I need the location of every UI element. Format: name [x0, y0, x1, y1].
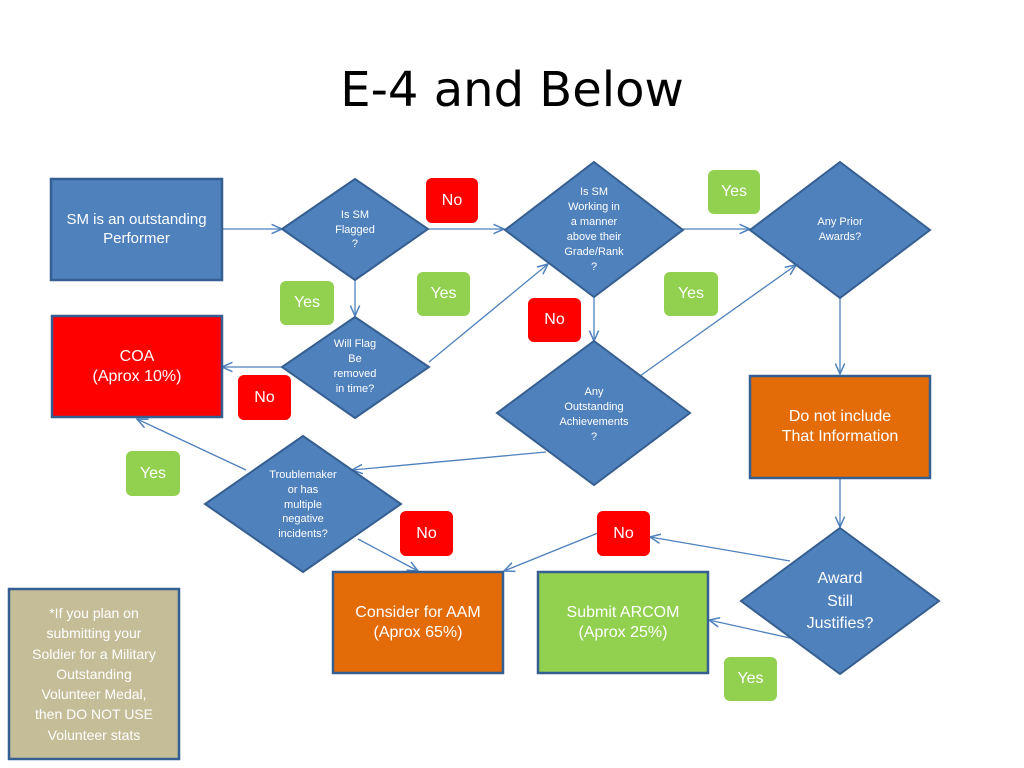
working-diamond: [503, 160, 685, 299]
coa-box-text: COA (Aprox 10%): [92, 347, 182, 385]
note-box: [7, 587, 181, 761]
connector-troublemaker-to-coa: [137, 419, 247, 471]
award-still-diamond: [739, 526, 941, 676]
no-label-flag-removed: No: [254, 388, 275, 406]
yes-label-award: Yes: [737, 670, 764, 687]
connector-troublemaker-to-aam: [357, 538, 418, 571]
flag-removed-diamond: [280, 315, 431, 420]
prior-diamond: [748, 160, 932, 300]
flag-removed-diamond-text: Will Flag Be removed in time?: [333, 338, 377, 395]
working-diamond-text: Is SM Working in a manner above their Gr…: [564, 186, 624, 273]
achievements-diamond-text: Any Outstanding Achievements ?: [559, 386, 629, 443]
no-label-troublemaker: No: [416, 524, 437, 542]
do-not-include-box-text: Do not include That Information: [781, 408, 899, 445]
arcom-box-text: Submit ARCOM (Aprox 25%): [566, 603, 680, 641]
connector-flagremoved-to-working: [428, 264, 548, 363]
flagged-diamond: [280, 177, 430, 282]
aam-box: [331, 570, 505, 675]
prior-diamond-text: Any Prior Awards?: [817, 216, 863, 243]
award-still-diamond-text: Award Still Justifies?: [806, 570, 874, 633]
aam-box-text: Consider for AAM (Aprox 65%): [355, 603, 481, 641]
achievements-diamond: [495, 339, 692, 487]
page-title: E-4 and Below: [340, 62, 684, 118]
arcom-box: [536, 570, 710, 675]
connector-achievements-to-troublemaker: [352, 451, 547, 470]
no-badge-working: [528, 298, 581, 342]
yes-badge-prior: [708, 170, 760, 214]
start-box: [49, 177, 224, 282]
yes-badge-flagged: [280, 281, 334, 325]
do-not-include-box: [748, 374, 932, 480]
no-badge-award: [597, 511, 650, 556]
yes-label-flag-removed: Yes: [430, 285, 457, 302]
yes-badge-troublemaker: [126, 451, 180, 496]
connector-achievements-to-prior: [639, 265, 796, 377]
note-text: *If you plan on submitting your Soldier …: [32, 604, 156, 743]
yes-label-troublemaker: Yes: [139, 464, 167, 482]
yes-label-prior: Yes: [720, 183, 748, 200]
no-label-working: No: [544, 311, 565, 328]
start-box-text: SM is an outstanding Performer: [66, 210, 207, 247]
flagged-diamond-text: Is SM Flagged ?: [335, 208, 375, 251]
yes-badge-flag-removed: [417, 272, 470, 316]
troublemaker-diamond-text: Troublemaker or has multiple negative in…: [269, 468, 337, 541]
yes-label-flagged: Yes: [293, 294, 321, 311]
no-badge-flag-removed: [238, 375, 291, 420]
yes-label-working: Yes: [677, 285, 705, 302]
no-badge-flagged: [426, 178, 478, 223]
connector-awardstill-to-arcom: [709, 620, 791, 639]
troublemaker-diamond: [203, 434, 403, 574]
connector-nobadge-to-aam: [504, 532, 599, 571]
coa-box: [50, 314, 224, 419]
no-label-award: No: [613, 524, 634, 542]
no-label-flagged: No: [441, 191, 463, 209]
yes-badge-award: [724, 657, 777, 701]
connector-awardstill-to-nobadge: [650, 537, 791, 562]
no-badge-troublemaker: [400, 511, 453, 556]
yes-badge-working: [664, 272, 718, 316]
